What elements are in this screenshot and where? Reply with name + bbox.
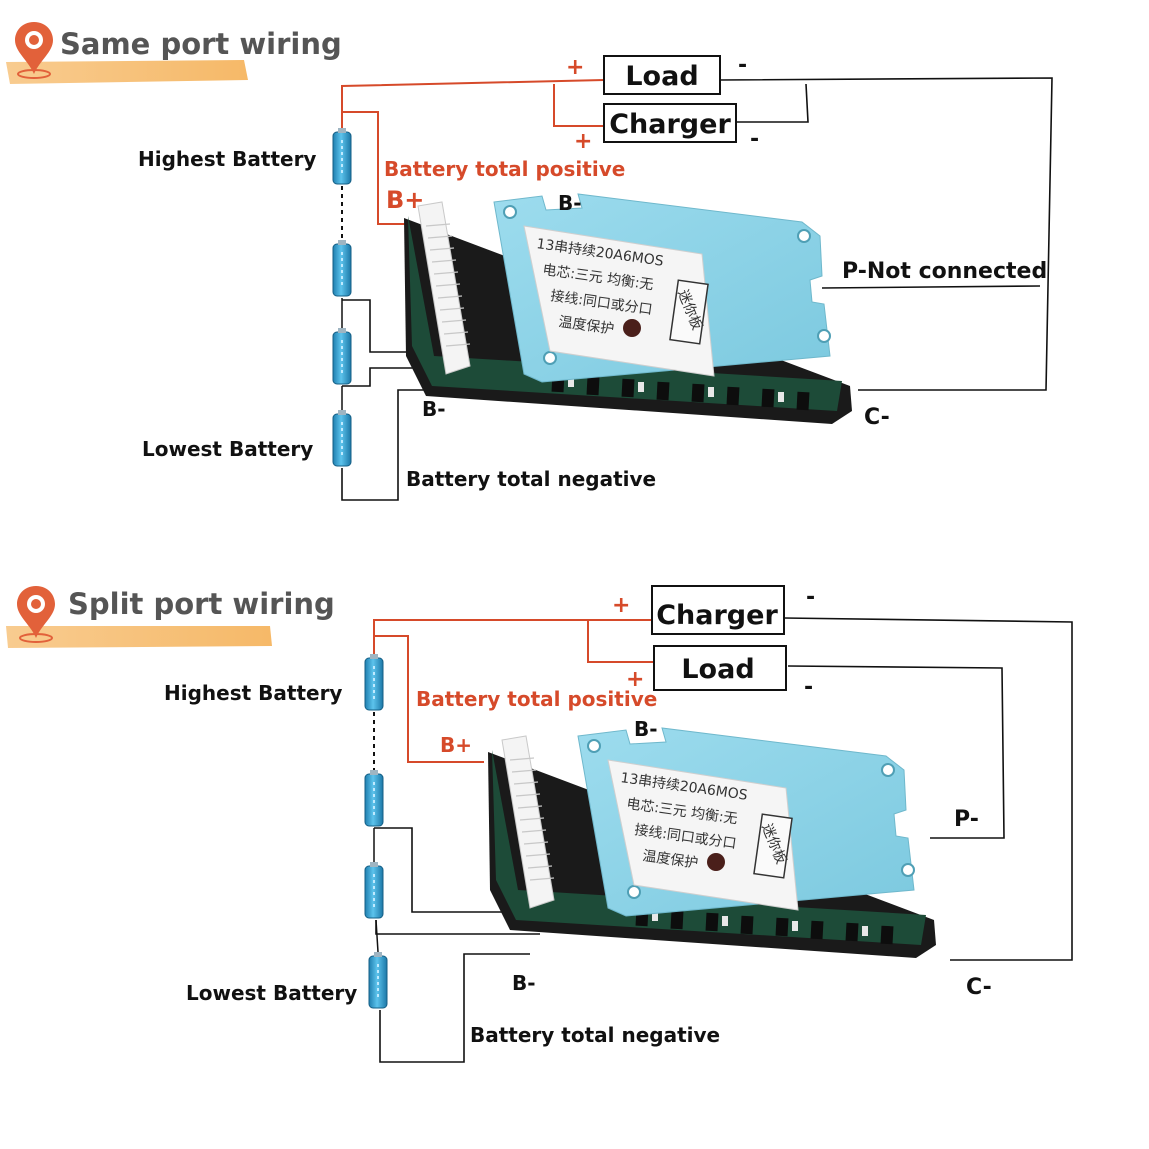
battery-cell bbox=[364, 653, 384, 711]
c-label: C- bbox=[966, 975, 992, 1000]
charger-box bbox=[603, 103, 737, 143]
minus-sign: - bbox=[806, 585, 815, 610]
b-minus-top-label: B- bbox=[634, 717, 658, 741]
plus-sign: + bbox=[574, 129, 592, 154]
battery-cell bbox=[368, 951, 388, 1009]
negative-wires bbox=[341, 77, 1053, 501]
battery-cell bbox=[364, 861, 384, 919]
minus-sign: - bbox=[804, 675, 813, 700]
c-label: C- bbox=[864, 405, 890, 430]
negative-wires bbox=[374, 617, 1073, 1063]
b-minus-side-label: B- bbox=[512, 971, 536, 995]
highest-battery-label: Highest Battery bbox=[138, 147, 316, 171]
plus-sign: + bbox=[566, 55, 584, 80]
charger-label: Charger bbox=[609, 109, 731, 140]
minus-sign: - bbox=[750, 127, 759, 152]
charger-label: Charger bbox=[656, 600, 778, 631]
battery-cell bbox=[332, 127, 352, 185]
b-plus-label: B+ bbox=[386, 186, 424, 214]
battery-total-negative-label: Battery total negative bbox=[470, 1023, 720, 1047]
battery-total-positive-label: Battery total positive bbox=[416, 687, 657, 711]
b-plus-label: B+ bbox=[440, 733, 472, 757]
positive-wires bbox=[373, 619, 654, 763]
pcb-label-line: 温度保护 bbox=[641, 848, 699, 872]
battery-total-positive-label: Battery total positive bbox=[384, 157, 625, 181]
load-box bbox=[603, 55, 721, 95]
plus-sign: + bbox=[626, 667, 644, 692]
b-minus-top-label: B- bbox=[558, 191, 582, 215]
p-label: P-Not connected bbox=[842, 259, 1047, 284]
battery-cell bbox=[332, 239, 352, 297]
lowest-battery-label: Lowest Battery bbox=[186, 981, 357, 1005]
plus-sign: + bbox=[612, 593, 630, 618]
battery-cell bbox=[332, 327, 352, 385]
p-label: P- bbox=[954, 807, 979, 832]
section-title: Split port wiring bbox=[68, 587, 335, 621]
highest-battery-label: Highest Battery bbox=[164, 681, 342, 705]
pcb-label-line: 温度保护 bbox=[557, 314, 615, 338]
charger-box bbox=[651, 585, 785, 635]
section-title: Same port wiring bbox=[60, 27, 342, 61]
minus-sign: - bbox=[738, 53, 747, 78]
lowest-battery-label: Lowest Battery bbox=[142, 437, 313, 461]
load-label: Load bbox=[681, 654, 754, 685]
section-split-port: Split port wiring 13串持续20 bbox=[6, 585, 1073, 1063]
battery-stack bbox=[332, 127, 352, 467]
positive-wires bbox=[341, 79, 605, 225]
b-minus-side-label: B- bbox=[422, 397, 446, 421]
battery-cell bbox=[364, 769, 384, 827]
title-highlight bbox=[6, 626, 272, 648]
battery-total-negative-label: Battery total negative bbox=[406, 467, 656, 491]
battery-stack bbox=[364, 653, 388, 1009]
load-label: Load bbox=[625, 61, 698, 92]
section-same-port: Same port wiring 1 bbox=[6, 21, 1053, 501]
title-highlight bbox=[6, 60, 248, 84]
load-box bbox=[653, 645, 787, 691]
battery-cell bbox=[332, 409, 352, 467]
